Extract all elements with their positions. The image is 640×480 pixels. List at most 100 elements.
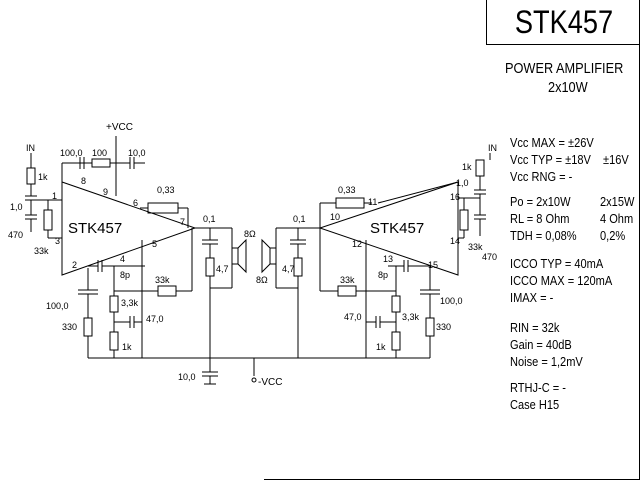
spec-vcc-typ: Vcc TYP = ±18V	[510, 152, 591, 167]
input-label-left: IN	[26, 143, 35, 153]
spec-vcc-typ-alt: ±16V	[603, 152, 629, 167]
resistor-330-left	[83, 317, 93, 337]
cap-10-0-supply-label: 10,0	[178, 372, 196, 382]
vcc-plus-label: +VCC	[106, 122, 133, 133]
pin-9: 9	[103, 187, 108, 197]
subtitle-line-2: 2x10W	[548, 79, 588, 96]
resistor-1k-right-label: 1k	[462, 162, 472, 172]
pin-6: 6	[133, 198, 138, 208]
part-number-title: STK457	[514, 4, 614, 40]
chip-label-right: STK457	[370, 220, 424, 237]
cap-0-1-right-label: 0,1	[293, 214, 306, 224]
resistor-4-7-left	[205, 257, 215, 277]
resistor-330-left-label: 330	[62, 322, 77, 332]
cap-100-0-right-label: 100,0	[440, 296, 463, 306]
resistor-1k-right-bottom-label: 1k	[376, 342, 386, 352]
resistor-33k-right-input-label: 33k	[468, 242, 483, 252]
vcc-minus-label: -VCC	[258, 377, 282, 388]
pin-11: 11	[368, 197, 377, 207]
cap-8p-right-label: 8p	[378, 270, 388, 280]
pin-7: 7	[180, 217, 185, 227]
spec-noise: Noise = 1,2mV	[510, 354, 583, 369]
spec-case: Case H15	[510, 397, 560, 412]
resistor-33k-left-fb-label: 33k	[155, 275, 170, 285]
spec-vcc-max: Vcc MAX = ±26V	[510, 135, 594, 150]
resistor-1k-left	[109, 331, 119, 351]
spec-icco-typ: ICCO TYP = 40mA	[510, 256, 604, 271]
cap-47-0-right-label: 47,0	[344, 312, 362, 322]
resistor-33k-right-fb-label: 33k	[340, 275, 355, 285]
cap-47-0-left-label: 47,0	[146, 314, 164, 324]
spec-rthj: RTHJ-C = -	[510, 380, 566, 395]
cap-1-0-label: 1,0	[10, 202, 23, 212]
cap-100-0-bottom-label: 100,0	[46, 301, 69, 311]
resistor-1k-right-bottom	[391, 331, 401, 351]
resistor-33k-left-input	[43, 209, 53, 231]
pin-4: 4	[120, 254, 125, 264]
pin-1: 1	[52, 191, 57, 201]
pin-10: 10	[330, 212, 340, 222]
resistor-3-3k-right-label: 3,3k	[402, 312, 420, 322]
vcc-minus-terminal	[251, 377, 257, 383]
input-label-right: IN	[488, 143, 497, 153]
pin-13: 13	[383, 254, 393, 264]
resistor-0-33-left	[147, 202, 179, 214]
spec-rin: RIN = 32k	[510, 320, 560, 335]
resistor-33k-right-fb	[337, 285, 357, 297]
cap-470-label: 470	[8, 230, 23, 240]
amplifier-right-symbol	[318, 181, 459, 276]
resistor-1k-right	[475, 159, 485, 177]
spec-rl-alt: 4 Ohm	[600, 211, 634, 226]
pin-15: 15	[428, 260, 438, 270]
spec-imax: IMAX = -	[510, 290, 554, 305]
resistor-0-33-left-label: 0,33	[157, 185, 175, 195]
spec-vcc-rng: Vcc RNG = -	[510, 169, 573, 184]
resistor-33k-right-input	[459, 209, 469, 231]
speaker-right-icon	[269, 247, 277, 265]
cap-1-0-right-label: 1,0	[456, 178, 469, 188]
pin-3: 3	[55, 236, 60, 246]
spec-gain: Gain = 40dB	[510, 337, 572, 352]
resistor-1k-label: 1k	[38, 172, 48, 182]
resistor-33k-left-label: 33k	[34, 246, 49, 256]
resistor-4-7-left-label: 4,7	[216, 264, 229, 274]
resistor-3-3k-left-label: 3,3k	[121, 298, 139, 308]
resistor-4-7-right-label: 4,7	[282, 264, 295, 274]
speaker-left-icon	[231, 247, 239, 265]
resistor-4-7-right	[293, 257, 303, 277]
spec-po: Po = 2x10W	[510, 194, 571, 209]
resistor-1k-left-label: 1k	[122, 342, 132, 352]
pin-12: 12	[352, 239, 362, 249]
cap-100-0-label: 100,0	[60, 148, 83, 158]
speaker-left-label: 8Ω	[244, 229, 256, 239]
title-box: STK457	[486, 0, 640, 45]
cap-0-1-left-label: 0,1	[203, 214, 216, 224]
cap-10-0-label: 10,0	[128, 148, 146, 158]
spec-po-alt: 2x15W	[600, 194, 635, 209]
resistor-0-33-right-label: 0,33	[338, 185, 356, 195]
spec-rl: RL = 8 Ohm	[510, 211, 570, 226]
spec-icco-max: ICCO MAX = 120mA	[510, 273, 613, 288]
cap-8p-left-label: 8p	[120, 270, 130, 280]
pin-14: 14	[450, 236, 460, 246]
resistor-33k-left-fb	[157, 285, 177, 297]
resistor-100-label: 100	[92, 148, 107, 158]
spec-tdh-alt: 0,2%	[600, 228, 626, 243]
amplifier-left-symbol	[61, 181, 197, 276]
subtitle-line-1: POWER AMPLIFIER	[505, 60, 624, 77]
chip-label-left: STK457	[68, 220, 122, 237]
resistor-330-right-label: 330	[436, 322, 451, 332]
pin-5: 5	[152, 239, 157, 249]
resistor-1k-input	[26, 167, 36, 185]
resistor-3-3k-right	[391, 295, 401, 313]
pin-16: 16	[450, 192, 460, 202]
pin-8: 8	[81, 176, 86, 186]
pin-2: 2	[72, 260, 77, 270]
spec-tdh: TDH = 0,08%	[510, 228, 577, 243]
resistor-330-right	[425, 317, 435, 337]
speaker-right-label: 8Ω	[256, 275, 268, 285]
resistor-3-3k-left	[109, 295, 119, 313]
resistor-0-33-right	[335, 197, 365, 209]
